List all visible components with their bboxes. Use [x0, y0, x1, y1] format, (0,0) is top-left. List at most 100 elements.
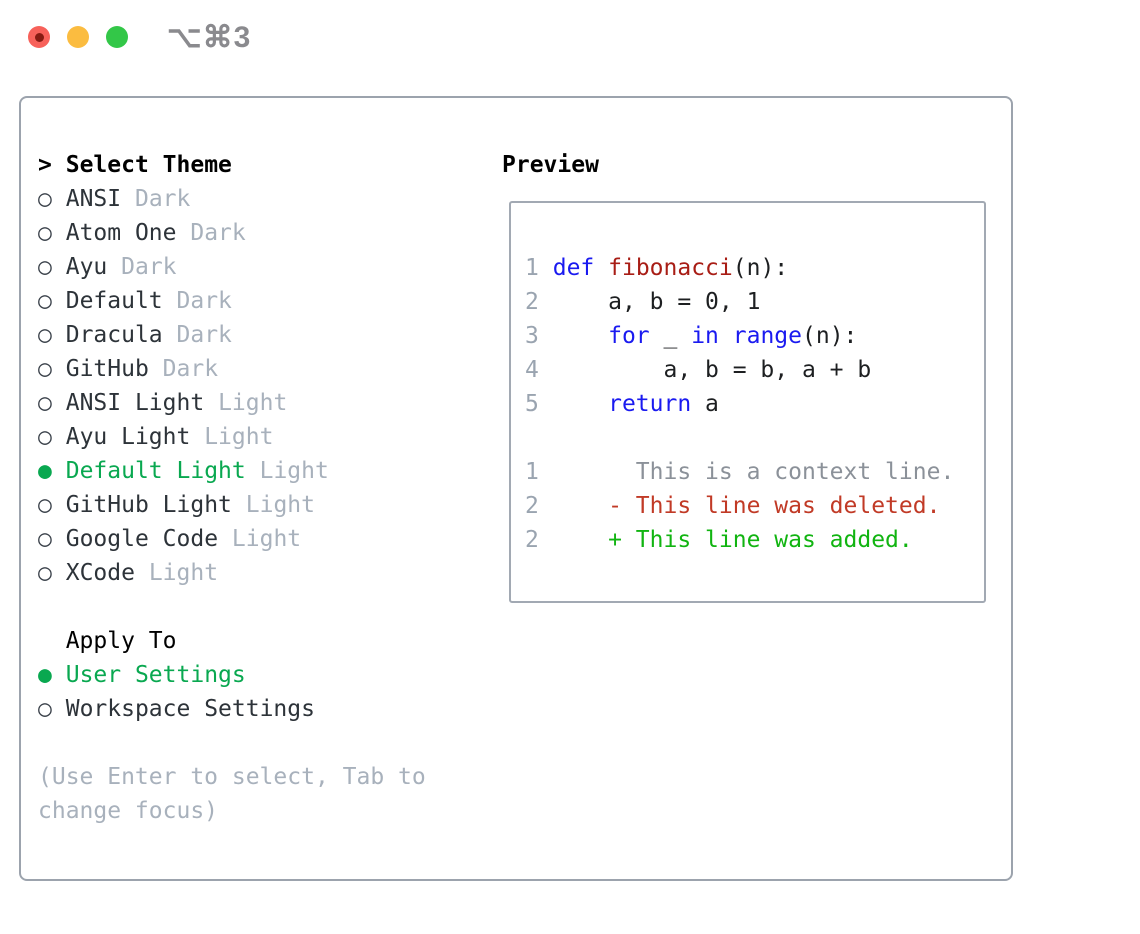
spacer-line [38, 590, 426, 624]
theme-option-name: GitHub [65, 356, 149, 382]
preview-label: Preview [502, 152, 599, 178]
minimize-button[interactable] [67, 26, 89, 48]
help-text: (Use Enter to select, Tab to change focus… [38, 760, 426, 828]
radio-unselected-icon: ○ [38, 390, 52, 416]
theme-option-github-dark[interactable]: ○ GitHub Dark [38, 352, 426, 386]
line-number: 3 [525, 323, 539, 349]
apply-option-workspace-settings[interactable]: ○ Workspace Settings [38, 692, 426, 726]
theme-option-name: Default [65, 288, 163, 314]
code-token: a, b = 0, 1 [552, 289, 761, 315]
focus-caret-icon: > [38, 152, 52, 178]
select-theme-header-label: Select Theme [65, 152, 232, 178]
theme-variant-tag: Dark [190, 220, 246, 246]
radio-unselected-icon: ○ [38, 356, 52, 382]
theme-option-default-light-light[interactable]: ● Default Light Light [38, 454, 426, 488]
line-number: 2 [525, 493, 539, 519]
code-token: range [732, 323, 803, 349]
apply-option-user-settings[interactable]: ● User Settings [38, 658, 426, 692]
theme-option-google-code-light[interactable]: ○ Google Code Light [38, 522, 426, 556]
theme-variant-tag: Light [148, 560, 219, 586]
code-token: This is a context line. [552, 459, 955, 485]
theme-variant-tag: Light [231, 526, 302, 552]
code-token: (n): [802, 323, 858, 349]
theme-option-ansi-dark[interactable]: ○ ANSI Dark [38, 182, 426, 216]
code-token: + This line was added. [552, 527, 913, 553]
radio-unselected-icon: ○ [38, 424, 52, 450]
theme-variant-tag: Dark [134, 186, 191, 212]
diff-added-line: 2 + This line was added. [525, 523, 984, 557]
help-text-line: (Use Enter to select, Tab to [38, 764, 426, 790]
code-token: _ [649, 323, 692, 349]
close-button[interactable] [28, 26, 50, 48]
code-line: 2 a, b = 0, 1 [525, 285, 984, 319]
code-token: (n): [732, 255, 789, 281]
radio-unselected-icon: ○ [38, 526, 52, 552]
radio-unselected-icon: ○ [38, 560, 52, 586]
theme-option-github-light-light[interactable]: ○ GitHub Light Light [38, 488, 426, 522]
theme-option-atom-one-dark[interactable]: ○ Atom One Dark [38, 216, 426, 250]
theme-option-name: Ayu [65, 254, 108, 280]
radio-selected-icon: ● [38, 662, 52, 688]
spacer-line [38, 726, 426, 760]
theme-option-ayu-dark[interactable]: ○ Ayu Dark [38, 250, 426, 284]
code-token [594, 255, 608, 281]
apply-option-name: Workspace Settings [65, 696, 315, 722]
radio-unselected-icon: ○ [38, 254, 52, 280]
radio-unselected-icon: ○ [38, 220, 52, 246]
theme-option-name: XCode [65, 560, 135, 586]
theme-option-name: Google Code [65, 526, 219, 552]
help-text-line: change focus) [38, 798, 219, 824]
code-token: fibonacci [608, 255, 733, 281]
theme-option-name: GitHub Light [65, 492, 232, 518]
theme-option-ansi-light-light[interactable]: ○ ANSI Light Light [38, 386, 426, 420]
code-token: a, b = b, a + b [552, 357, 872, 383]
radio-selected-icon: ● [38, 458, 52, 484]
theme-option-name: Default Light [65, 458, 246, 484]
theme-option-xcode-light[interactable]: ○ XCode Light [38, 556, 426, 590]
theme-option-name: Dracula [65, 322, 163, 348]
theme-option-name: ANSI Light [65, 390, 205, 416]
code-token: in [691, 323, 719, 349]
code-token [553, 323, 608, 349]
code-line: 5 return a [525, 387, 984, 421]
theme-option-default-dark[interactable]: ○ Default Dark [38, 284, 426, 318]
theme-option-name: Ayu Light [65, 424, 191, 450]
window-title-shortcut: ⌥⌘3 [167, 21, 252, 54]
theme-variant-tag: Light [204, 424, 274, 450]
code-token: for [608, 323, 650, 349]
line-number: 5 [525, 391, 539, 417]
code-line: 4 a, b = b, a + b [525, 353, 984, 387]
diff-deleted-line: 2 - This line was deleted. [525, 489, 984, 523]
theme-variant-tag: Dark [162, 356, 219, 382]
code-token: def [552, 255, 595, 281]
blank-line [525, 421, 984, 455]
code-token: a [691, 391, 719, 417]
code-line: 3 for _ in range(n): [525, 319, 984, 353]
radio-unselected-icon: ○ [38, 322, 52, 348]
theme-options-list: ○ ANSI Dark○ Atom One Dark○ Ayu Dark○ De… [38, 182, 426, 590]
radio-unselected-icon: ○ [38, 696, 52, 722]
line-number: 1 [525, 459, 539, 485]
code-token: - This line was deleted. [552, 493, 941, 519]
line-number: 2 [525, 289, 539, 315]
radio-unselected-icon: ○ [38, 288, 52, 314]
zoom-button[interactable] [106, 26, 128, 48]
select-theme-header: > Select Theme [38, 148, 426, 182]
theme-option-name: ANSI [65, 186, 122, 212]
theme-variant-tag: Dark [176, 288, 232, 314]
radio-unselected-icon: ○ [38, 492, 52, 518]
theme-variant-tag: Dark [176, 322, 232, 348]
theme-option-ayu-light-light[interactable]: ○ Ayu Light Light [38, 420, 426, 454]
code-token [553, 391, 608, 417]
line-number: 2 [525, 527, 539, 553]
code-token [719, 323, 733, 349]
line-number: 1 [525, 255, 539, 281]
code-token: return [608, 391, 692, 417]
theme-option-dracula-dark[interactable]: ○ Dracula Dark [38, 318, 426, 352]
theme-picker-panel: > Select Theme ○ ANSI Dark○ Atom One Dar… [19, 96, 1013, 881]
radio-unselected-icon: ○ [38, 186, 52, 212]
theme-variant-tag: Light [259, 458, 329, 484]
line-number: 4 [525, 357, 539, 383]
